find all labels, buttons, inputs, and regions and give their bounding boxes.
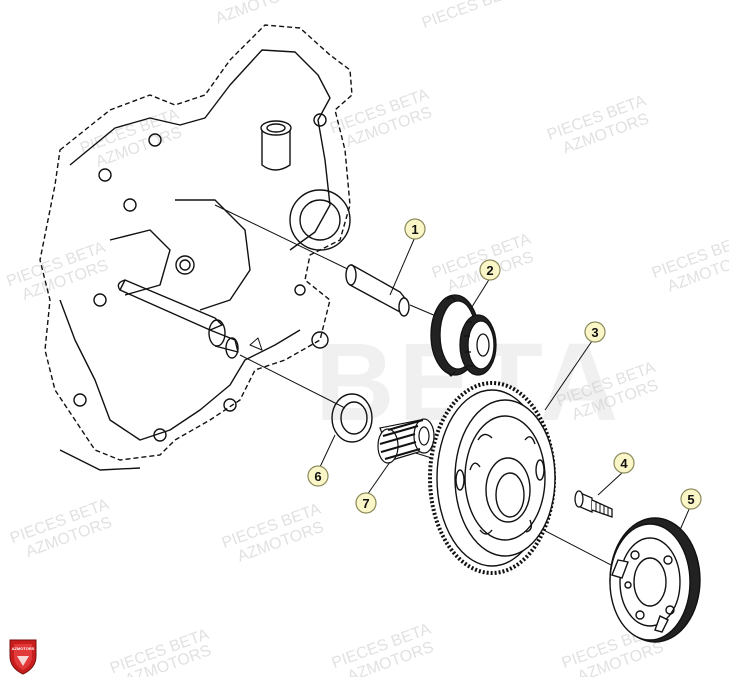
crankcase-drawing bbox=[39, 24, 353, 471]
callout: 1 bbox=[404, 218, 426, 240]
callout: 6 bbox=[307, 465, 329, 487]
callout-number: 5 bbox=[687, 492, 694, 507]
washer bbox=[331, 393, 373, 443]
callout: 5 bbox=[680, 488, 702, 510]
shaft-pin bbox=[345, 263, 410, 317]
callout: 4 bbox=[613, 452, 635, 474]
callout: 7 bbox=[355, 492, 377, 514]
callout-number: 7 bbox=[362, 496, 369, 511]
callout-number: 4 bbox=[620, 456, 628, 471]
callout: 3 bbox=[584, 321, 606, 343]
callout-number: 2 bbox=[486, 263, 493, 278]
starter-gear bbox=[430, 294, 497, 377]
callout-number: 3 bbox=[591, 325, 598, 340]
callout-number: 6 bbox=[314, 469, 321, 484]
needle-bearing bbox=[377, 418, 435, 464]
leader-lines bbox=[319, 236, 691, 531]
bolt bbox=[574, 490, 613, 518]
freewheel-clutch bbox=[609, 517, 701, 643]
logo-text: AZMOTORS bbox=[12, 646, 35, 651]
callout-number: 1 bbox=[411, 222, 418, 237]
brand-logo: AZMOTORS bbox=[9, 639, 37, 675]
starter-ring-gear bbox=[428, 381, 556, 575]
callout: 2 bbox=[479, 259, 501, 281]
